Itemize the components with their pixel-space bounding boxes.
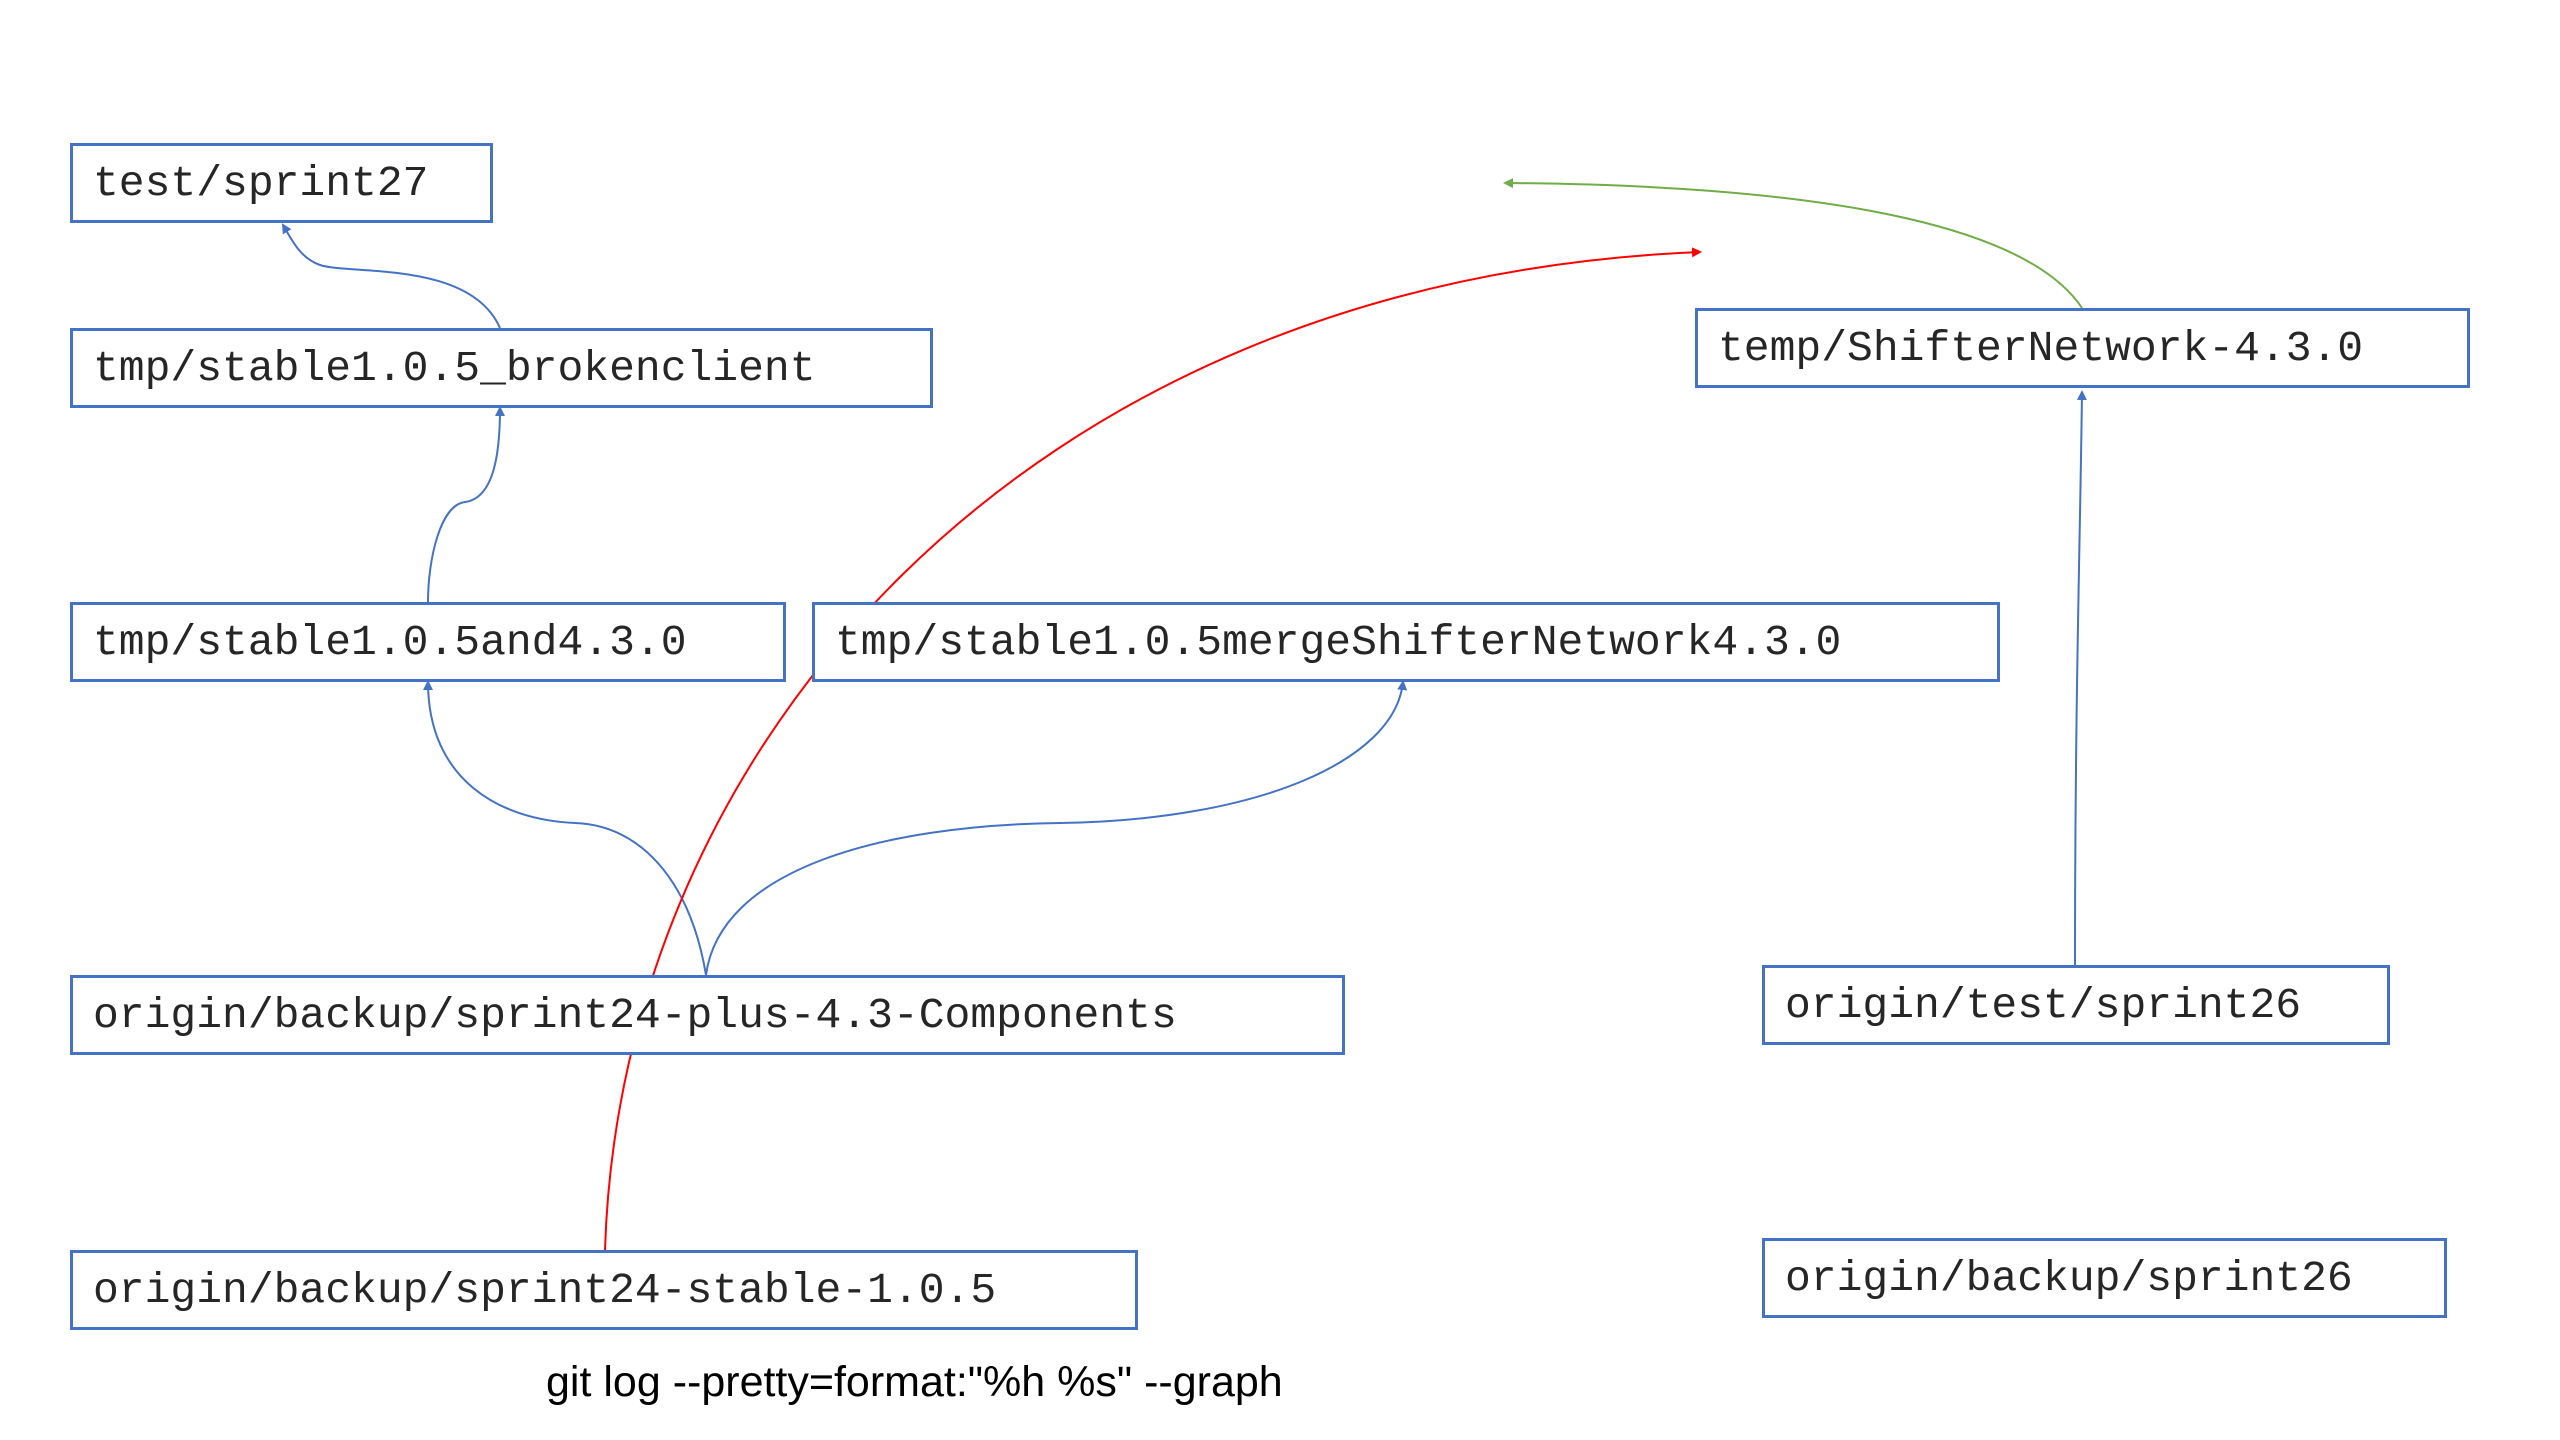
branch-box-tmp-stable-and-430: tmp/stable1.0.5and4.3.0 (70, 602, 786, 682)
edge-stable-and-430-to-brokenclient (427, 406, 505, 603)
branch-box-temp-shifter-network: temp/ShifterNetwork-4.3.0 (1695, 308, 2470, 388)
edge-sprint26-to-shifter-network (2074, 390, 2087, 966)
edge-components-to-merge-shifter (705, 680, 1408, 976)
git-log-command-caption: git log --pretty=format:"%h %s" --graph (546, 1358, 1283, 1406)
branch-box-test-sprint27: test/sprint27 (70, 143, 493, 223)
branch-box-tmp-brokenclient: tmp/stable1.0.5_brokenclient (70, 328, 933, 408)
branch-box-backup-stable-105: origin/backup/sprint24-stable-1.0.5 (70, 1250, 1138, 1330)
edge-brokenclient-to-sprint27 (281, 223, 501, 329)
branch-box-tmp-merge-shifter: tmp/stable1.0.5mergeShifterNetwork4.3.0 (812, 602, 2000, 682)
branch-box-origin-test-sprint26: origin/test/sprint26 (1762, 965, 2390, 1045)
branch-box-origin-backup-sprint26: origin/backup/sprint26 (1762, 1238, 2447, 1318)
branch-box-backup-plus-components: origin/backup/sprint24-plus-4.3-Componen… (70, 975, 1345, 1055)
edge-components-to-stable-and-430 (423, 680, 707, 976)
edge-shifter-network-green (1503, 178, 2083, 309)
